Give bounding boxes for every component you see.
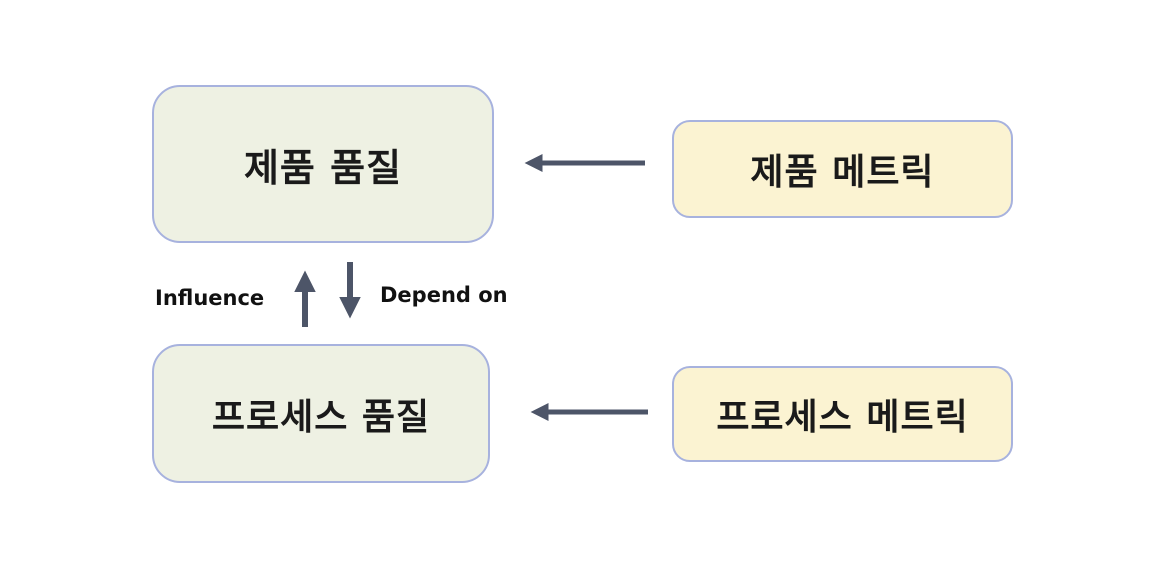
edge-label-influence: Influence — [155, 286, 265, 310]
node-product-metrics-label: 제품 메트릭 — [750, 152, 935, 193]
node-product-quality-label: 제품 품질 — [243, 145, 403, 190]
node-product-quality: 제품 품질 — [152, 85, 494, 243]
node-process-quality-label: 프로세스 품질 — [211, 396, 431, 438]
node-product-metrics: 제품 메트릭 — [672, 120, 1013, 218]
node-process-metrics-label: 프로세스 메트릭 — [716, 397, 969, 438]
edge-label-depend-on: Depend on — [380, 283, 508, 307]
node-process-quality: 프로세스 품질 — [152, 344, 490, 483]
node-process-metrics: 프로세스 메트릭 — [672, 366, 1013, 462]
